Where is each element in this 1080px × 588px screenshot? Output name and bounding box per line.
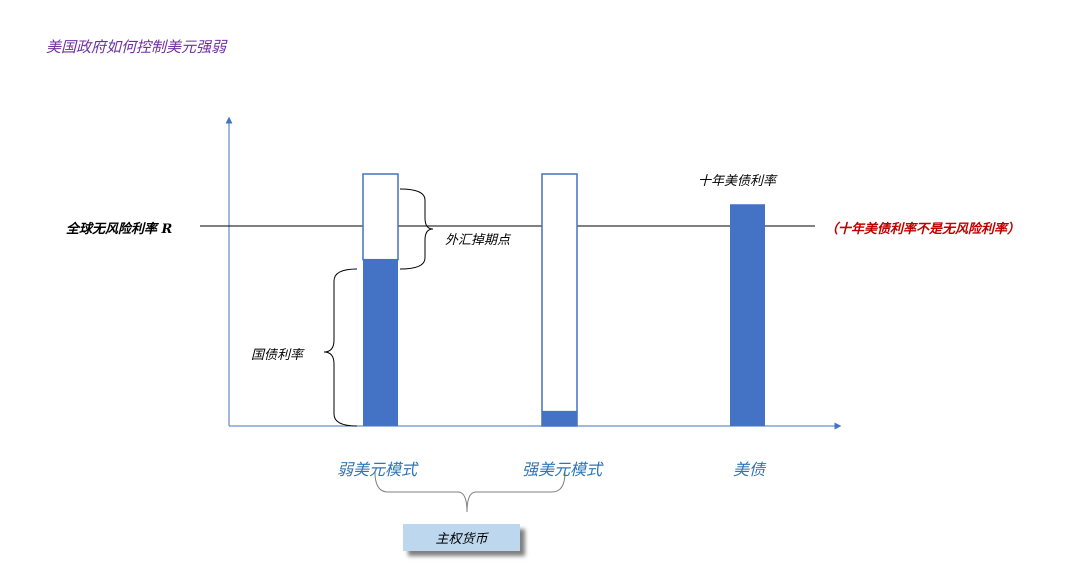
bar-weak-dollar-outline — [362, 173, 399, 261]
brace-treasury-yield — [323, 268, 358, 427]
brace-sovereign-currency — [374, 471, 566, 513]
label-fx-swap-points: 外汇掉期点 — [445, 233, 511, 248]
bar-strong-dollar-outline — [541, 173, 578, 427]
note-not-risk-free: （十年美债利率不是无风险利率） — [825, 222, 1021, 237]
category-us-treasury: 美债 — [732, 460, 766, 479]
brace-fx-swap-points — [399, 188, 434, 270]
category-strong-dollar: 强美元模式 — [521, 460, 603, 479]
bar-us-treasury — [730, 204, 765, 426]
sovereign-currency-box: 主权货币 — [403, 524, 520, 551]
diagram-title: 美国政府如何控制美元强弱 — [46, 38, 227, 56]
label-ten-year-yield: 十年美债利率 — [698, 174, 777, 189]
bar-strong-dollar-treasury — [542, 410, 577, 426]
category-weak-dollar: 弱美元模式 — [336, 460, 418, 479]
label-treasury-yield: 国债利率 — [251, 348, 304, 363]
label-risk-free-rate: 全球无风险利率 R — [66, 222, 173, 237]
bar-weak-dollar-treasury — [363, 259, 398, 426]
